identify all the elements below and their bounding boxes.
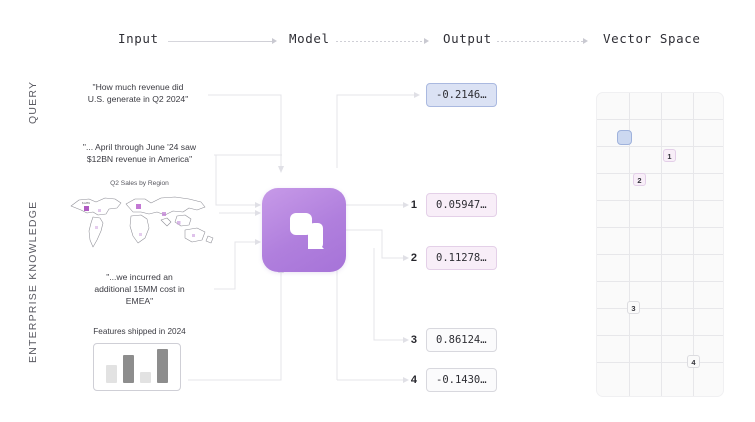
grid-line-h [597, 362, 723, 363]
vector-marker-query[interactable] [617, 130, 632, 145]
grid-line-h [597, 227, 723, 228]
output-index: 4 [410, 374, 417, 386]
input-doc1-text: "... April through June '24 saw $12BN re… [82, 142, 197, 164]
vector-marker-2[interactable]: 2 [633, 173, 646, 186]
input-query-text: "How much revenue did U.S. generate in Q… [87, 82, 189, 104]
output-index: 2 [410, 252, 417, 264]
stage-label-vector-space: Vector Space [603, 31, 701, 46]
grid-line-v [629, 93, 630, 396]
grid-line-h [597, 308, 723, 309]
model-logo-icon [290, 213, 324, 249]
grid-line-h [597, 146, 723, 147]
bar-item [106, 365, 117, 383]
output-row-2: 2 0.11278… [409, 246, 497, 270]
grid-line-h [597, 119, 723, 120]
stage-arrow-2 [336, 41, 424, 42]
grid-line-h [597, 281, 723, 282]
stage-arrow-1 [168, 41, 272, 42]
input-doc2-text: "...we incurred an additional 15MM cost … [94, 272, 185, 306]
output-chip-0[interactable]: -0.2146… [426, 83, 497, 107]
output-row-4: 4 -0.1430… [409, 368, 497, 392]
output-chip-3[interactable]: 0.86124… [426, 328, 497, 352]
vector-marker-1[interactable]: 1 [663, 149, 676, 162]
svg-text:$12BN: $12BN [82, 201, 90, 205]
stage-arrow-3 [497, 41, 583, 42]
bar-caption: Features shipped in 2024 [93, 327, 186, 336]
output-row-3: 3 0.86124… [409, 328, 497, 352]
model-node[interactable] [262, 188, 346, 272]
stage-label-input: Input [118, 31, 159, 46]
stage-arrow-2-head [424, 37, 429, 44]
output-row-0: -0.2146… [409, 83, 497, 107]
output-index: 1 [410, 199, 417, 211]
grid-line-h [597, 200, 723, 201]
bar-item [157, 349, 168, 383]
vector-space-grid[interactable]: 1 2 3 4 [596, 92, 724, 397]
world-map-graphic: $12BN [65, 190, 215, 250]
bar-chart-card [93, 343, 181, 391]
stage-label-output: Output [443, 31, 492, 46]
grid-line-h [597, 173, 723, 174]
bar-item [140, 372, 151, 383]
stage-label-model: Model [289, 31, 330, 46]
grid-line-h [597, 254, 723, 255]
output-chip-4[interactable]: -0.1430… [426, 368, 497, 392]
stage-arrow-3-head [583, 37, 588, 44]
grid-line-v [661, 93, 662, 396]
vector-marker-4[interactable]: 4 [687, 355, 700, 368]
stage-arrow-1-head [272, 37, 277, 44]
grid-line-h [597, 335, 723, 336]
output-chip-2[interactable]: 0.11278… [426, 246, 497, 270]
output-row-1: 1 0.05947… [409, 193, 497, 217]
map-caption: Q2 Sales by Region [110, 180, 169, 187]
output-chip-1[interactable]: 0.05947… [426, 193, 497, 217]
grid-line-v [693, 93, 694, 396]
output-index: 3 [410, 334, 417, 346]
vector-marker-3[interactable]: 3 [627, 301, 640, 314]
bar-item [123, 355, 134, 383]
